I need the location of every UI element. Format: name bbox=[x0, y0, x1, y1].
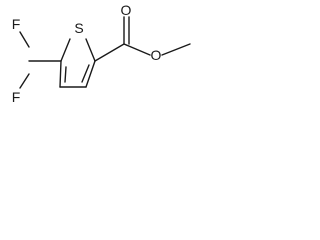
bond-s-c2 bbox=[85, 38, 96, 62]
fluorine-top-label: F bbox=[12, 16, 21, 32]
bond-c5-s bbox=[60, 38, 71, 62]
bond-c2-ccarbonyl bbox=[94, 43, 125, 62]
sulfur-label: S bbox=[74, 20, 83, 36]
fluorine-bottom-label: F bbox=[12, 89, 21, 105]
ester-oxygen-label: O bbox=[151, 47, 162, 63]
carbonyl-oxygen-label: O bbox=[121, 2, 132, 18]
bond-f-top-cf2 bbox=[19, 31, 30, 48]
bond-c2-c3 bbox=[85, 60, 96, 88]
bonds bbox=[19, 16, 191, 89]
bond-o-methyl bbox=[161, 43, 191, 56]
atom-labels: F F S O O bbox=[12, 2, 162, 105]
chemical-structure: F F S O O bbox=[12, 2, 191, 105]
bond-f-bottom-cf2 bbox=[19, 73, 30, 89]
bond-c2-c3-inner bbox=[81, 64, 90, 83]
bond-c-o-single bbox=[123, 43, 151, 56]
bond-c5-c4-inner bbox=[64, 66, 67, 83]
bond-c4-c5 bbox=[59, 60, 62, 88]
